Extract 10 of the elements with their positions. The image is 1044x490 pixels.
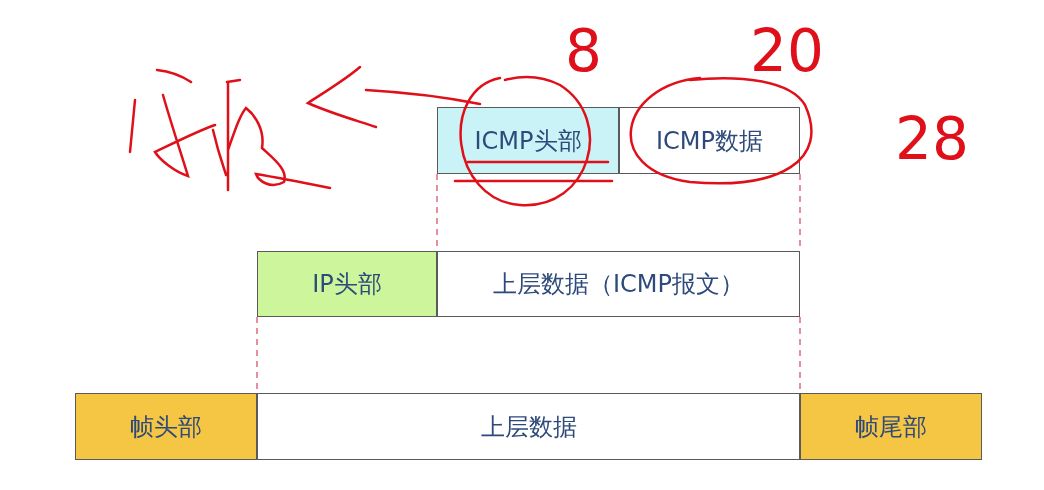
- header-field: IP头部: [257, 251, 437, 317]
- data-field: ICMP数据: [619, 107, 800, 174]
- header-field: ICMP头部: [437, 107, 619, 174]
- handwritten-number: 20: [750, 22, 824, 80]
- data-field: 上层数据: [257, 393, 800, 460]
- trailer-field: 帧尾部: [800, 393, 982, 460]
- data-field: 上层数据（ICMP报文）: [437, 251, 800, 317]
- header-field: 帧头部: [75, 393, 257, 460]
- handwritten-number: 28: [895, 110, 969, 168]
- handwritten-number: 8: [565, 22, 602, 80]
